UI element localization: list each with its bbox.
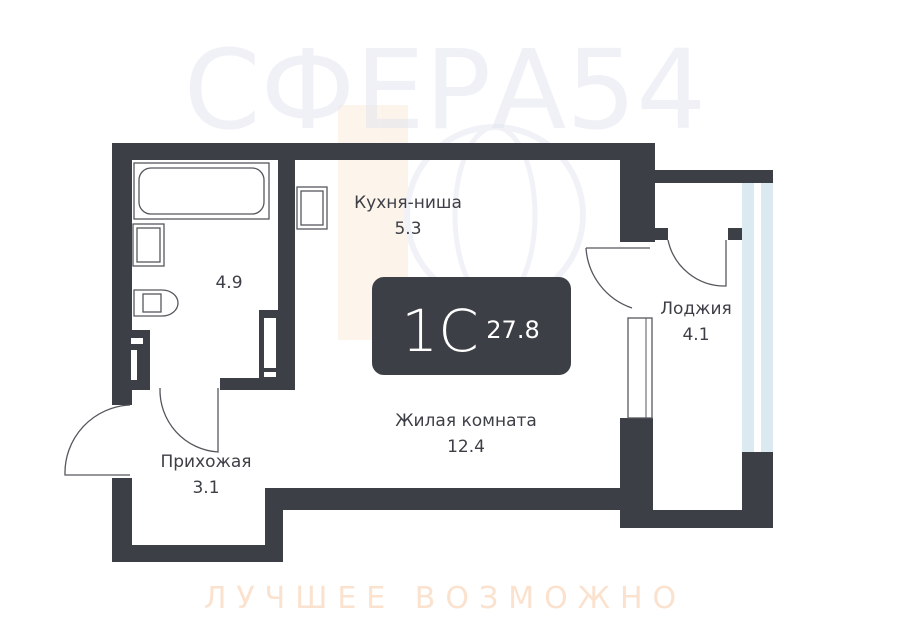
total-area: 27.8 xyxy=(486,316,539,344)
living-room-area: 12.4 xyxy=(447,437,485,457)
watermark-brand: СФЕРА54 xyxy=(184,26,707,154)
doors xyxy=(64,239,727,476)
apartment-badge: 1С 27.8 xyxy=(372,277,571,375)
kitchen-label: Кухня-ниша xyxy=(354,193,462,213)
entrance-door xyxy=(64,404,131,476)
balcony-door-glass xyxy=(627,317,653,419)
walls xyxy=(112,143,773,562)
living-room-label: Жилая комната xyxy=(395,411,537,431)
fixtures xyxy=(132,162,653,419)
kitchen-area: 5.3 xyxy=(394,219,421,239)
bathroom-door xyxy=(159,387,219,453)
loggia-door xyxy=(585,247,650,309)
hallway-label: Прихожая xyxy=(160,452,251,472)
loggia-label: Лоджия xyxy=(660,299,732,319)
apartment-type: 1С xyxy=(401,297,478,365)
watermark-slogan: ЛУЧШЕЕ ВОЗМОЖНО xyxy=(204,581,686,616)
loggia-area: 4.1 xyxy=(682,325,709,345)
bathroom-area: 4.9 xyxy=(215,273,242,293)
loggia-inner-door xyxy=(667,239,727,287)
hallway-area: 3.1 xyxy=(192,478,219,498)
